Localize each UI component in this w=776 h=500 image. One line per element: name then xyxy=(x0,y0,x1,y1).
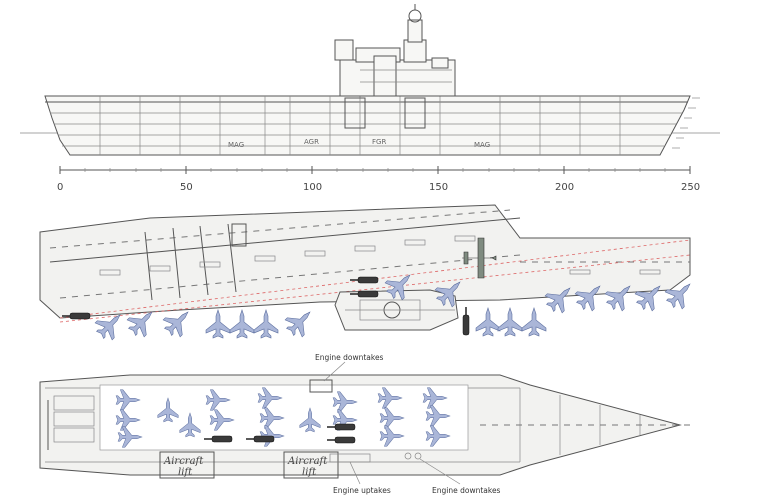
hull-label-agr: AGR xyxy=(304,138,319,146)
jet-icon xyxy=(574,285,601,312)
helicopter-icon xyxy=(327,423,356,431)
engine-uptakes-label: Engine uptakes xyxy=(333,486,391,495)
engine-downtake-circle-2 xyxy=(414,452,422,460)
jet-icon xyxy=(179,412,201,438)
engine-downtake-circle-1 xyxy=(404,452,412,460)
angled-deck-lower-line xyxy=(59,254,521,299)
jet-icon xyxy=(284,311,311,338)
aircraft-icon xyxy=(462,237,497,279)
helicopter-icon xyxy=(327,436,356,444)
hangar-helicopters xyxy=(204,423,356,444)
scale-ticks xyxy=(59,166,691,174)
flight-deck-plan xyxy=(39,204,691,331)
jet-icon xyxy=(205,309,231,339)
lift-left-label-2: lift xyxy=(178,467,193,478)
stern-compartments xyxy=(53,395,95,443)
deck-lift-marker xyxy=(231,223,247,247)
scale-label-0: 0 xyxy=(57,182,63,193)
lift-left-label-1: Aircraft xyxy=(163,456,204,467)
jet-icon xyxy=(521,307,547,337)
jet-icon xyxy=(229,309,255,339)
jet-icon xyxy=(604,285,631,312)
profile-view: MAG AGR FGR MAG xyxy=(20,4,720,156)
engine-downtake-bottom-leader xyxy=(419,458,461,485)
engine-downtakes-bottom-label: Engine downtakes xyxy=(432,486,501,495)
hangar-bay xyxy=(99,384,469,451)
flight-deck-jets xyxy=(94,274,691,341)
engine-downtakes-top-label: Engine downtakes xyxy=(315,353,384,362)
hull-profile xyxy=(44,95,691,156)
angled-deck-centerline xyxy=(49,209,511,249)
jet-icon xyxy=(162,311,189,338)
hull-label-fgr: FGR xyxy=(372,138,386,146)
jet-icon xyxy=(422,387,448,409)
bow-compartments xyxy=(480,388,690,462)
jet-icon xyxy=(157,397,179,423)
helicopter-icon xyxy=(350,290,379,298)
engine-downtake-top-box xyxy=(309,379,333,393)
jet-icon xyxy=(209,409,235,431)
scale-label-250: 250 xyxy=(681,182,700,193)
island-plan xyxy=(334,289,459,331)
island xyxy=(334,4,456,129)
helicopter-icon xyxy=(350,276,379,284)
bulkheads xyxy=(99,96,621,155)
scale-label-100: 100 xyxy=(303,182,322,193)
helicopter-icon xyxy=(462,307,470,336)
scale-label-200: 200 xyxy=(555,182,574,193)
scale-bar: 0 50 100 150 200 250 xyxy=(57,166,700,193)
bow-marks xyxy=(672,97,700,149)
jet-icon xyxy=(117,426,143,448)
helicopter-icon xyxy=(62,312,91,320)
scale-label-150: 150 xyxy=(429,182,448,193)
jet-icon xyxy=(94,314,121,341)
aircraft-lift-left xyxy=(159,451,215,479)
flight-deck-helicopters xyxy=(62,276,470,336)
jet-icon xyxy=(115,409,141,431)
jet-icon xyxy=(497,307,523,337)
aircraft-lift-right xyxy=(283,451,339,479)
jet-icon xyxy=(126,311,153,338)
jet-icon xyxy=(384,274,411,301)
scale-label-50: 50 xyxy=(180,182,193,193)
hull-label-mag-1: MAG xyxy=(228,141,244,149)
helicopter-icon xyxy=(204,435,233,443)
engine-downtake-top-leader xyxy=(323,361,346,382)
scale-minor-ticks xyxy=(84,168,666,172)
jet-icon xyxy=(634,285,661,312)
angled-deck-edge xyxy=(49,217,521,263)
lift-right-label-2: lift xyxy=(302,467,317,478)
hull-label-mag-2: MAG xyxy=(474,141,490,149)
jet-icon xyxy=(425,425,451,447)
jet-icon xyxy=(253,309,279,339)
arrestor-wires xyxy=(144,223,237,301)
jet-icon xyxy=(664,283,691,310)
lift-right-label-1: Aircraft xyxy=(287,456,328,467)
engine-uptake-leader xyxy=(349,461,361,485)
jet-icon xyxy=(544,287,571,314)
hangar-deck-plan: Aircraft lift Aircraft lift Engine downt… xyxy=(39,353,690,495)
helicopter-icon xyxy=(246,435,275,443)
jet-icon xyxy=(379,425,405,447)
deck-slots xyxy=(99,235,661,276)
flight-path-1 xyxy=(59,239,691,319)
jet-icon xyxy=(475,307,501,337)
jet-icon xyxy=(205,389,231,411)
jet-icon xyxy=(299,407,321,433)
jet-icon xyxy=(434,281,461,308)
